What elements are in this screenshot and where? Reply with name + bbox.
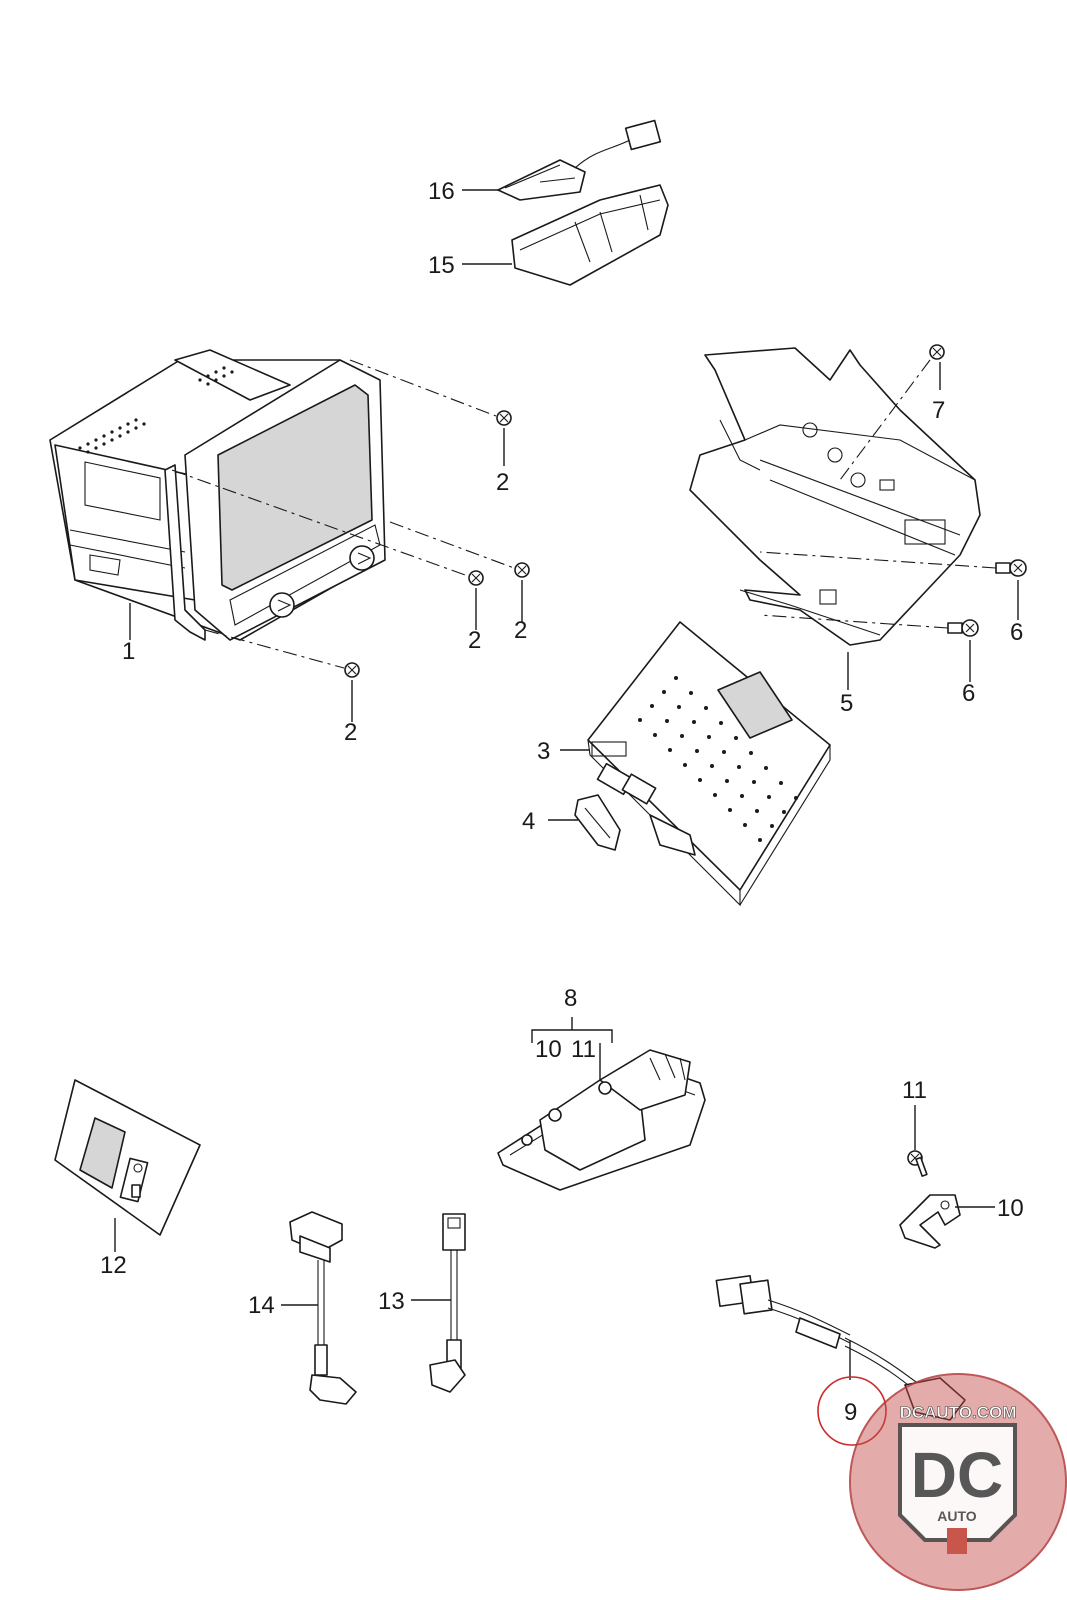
part-5-bracket	[689, 347, 981, 646]
callout-6-lower: 6	[962, 680, 975, 707]
callout-10: 10	[997, 1195, 1024, 1222]
callout-14: 14	[248, 1292, 275, 1319]
watermark-monogram: DC	[911, 1439, 1003, 1511]
callout-2-mid-right: 2	[514, 617, 527, 644]
part-1-head-unit	[49, 349, 386, 641]
part-4-connector	[574, 794, 696, 856]
callout-2-bottom: 2	[344, 719, 357, 746]
screw-7	[839, 344, 945, 481]
callout-12: 12	[100, 1252, 127, 1279]
part-13-cable	[429, 1213, 466, 1393]
callout-7: 7	[932, 397, 945, 424]
callout-4: 4	[522, 808, 535, 835]
highlight-circle-9	[817, 1376, 887, 1446]
callout-6-upper: 6	[1010, 619, 1023, 646]
callout-2-top: 2	[496, 469, 509, 496]
part-16-sensor	[497, 119, 662, 201]
callout-13: 13	[378, 1288, 405, 1315]
callout-11: 11	[902, 1077, 927, 1104]
leaders	[114, 189, 1019, 1380]
callout-15: 15	[428, 252, 455, 279]
part-12-switch-panel	[54, 1079, 201, 1236]
dcauto-watermark-logo: DCAUTO.COM DC AUTO	[849, 1373, 1067, 1591]
callout-3: 3	[537, 738, 550, 765]
callout-5: 5	[840, 690, 853, 717]
callout-1: 1	[122, 638, 135, 665]
callout-8-sub-11: 11	[571, 1036, 596, 1063]
callout-2-mid-left: 2	[468, 627, 481, 654]
callout-9: 9	[844, 1399, 857, 1426]
callout-16: 16	[428, 178, 455, 205]
screws-2	[171, 359, 530, 678]
part-15-unit	[511, 184, 669, 286]
part-9-harness	[715, 1274, 966, 1421]
callout-8-sub-10: 10	[535, 1036, 562, 1063]
part-3-module	[587, 621, 831, 907]
part-10-clip	[899, 1194, 961, 1249]
part-8-housing	[497, 1049, 706, 1191]
screws-6	[759, 551, 1027, 637]
callout-8: 8	[564, 985, 577, 1012]
watermark-subtitle: AUTO	[937, 1508, 977, 1524]
part-11-screw	[907, 1150, 928, 1177]
part-14-cable	[289, 1211, 357, 1405]
watermark-url: DCAUTO.COM	[900, 1403, 1017, 1422]
